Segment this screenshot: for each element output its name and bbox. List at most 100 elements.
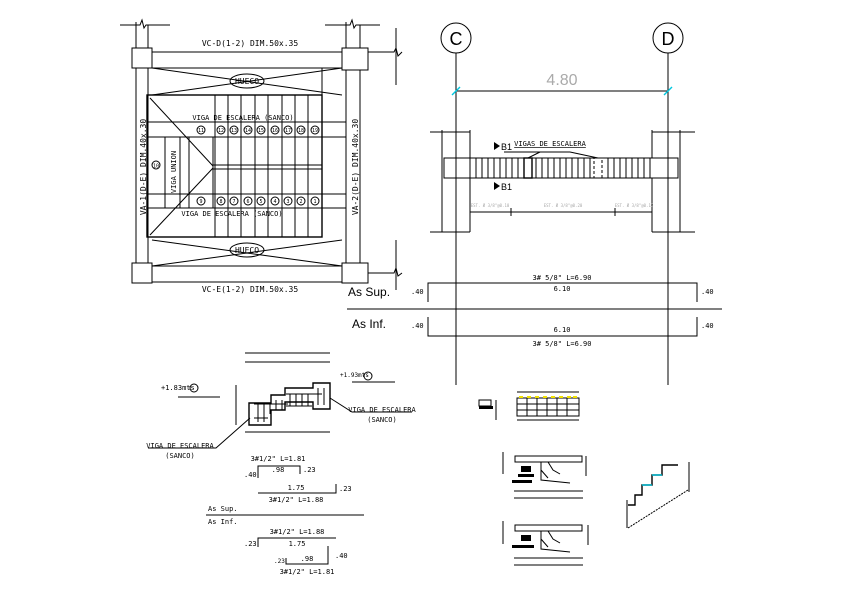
- bottom-hook-left: .40: [411, 322, 424, 330]
- beam-elevation: C D 4.80 VIGAS DE ESCALERA B1 B1 EST. Ø …: [430, 22, 695, 385]
- section-arrow-icon: [494, 182, 500, 190]
- span-dimension: 4.80: [546, 72, 577, 89]
- step-marker: [270, 125, 280, 135]
- stair-as-inf-label: As Inf.: [208, 518, 238, 526]
- union-beam-label: VIGA UNION: [170, 151, 178, 193]
- bottom-hook-right: .40: [701, 322, 714, 330]
- step-marker: [216, 125, 226, 135]
- step-numbers-bottom: 9 8 7 6 5 4 3 2 1: [196, 196, 320, 206]
- beam-label-right: VIGA DE ESCALERA: [348, 406, 416, 414]
- section-mark-bottom: B1: [501, 182, 512, 192]
- step-marker: [196, 125, 206, 135]
- column-top-left: [131, 47, 153, 69]
- step-marker: [296, 196, 306, 206]
- main-rebar-schedule: As Sup. As Inf. 3# 5/8" L=6.90 6.10 .40 …: [347, 274, 722, 348]
- step-marker: [229, 196, 239, 206]
- step-marker: [310, 125, 320, 135]
- level-marker-icon: [189, 383, 199, 393]
- beam-bottom-label: VC-E(1-2) DIM.50x.35: [202, 285, 299, 294]
- step-number: 4: [273, 199, 276, 205]
- opening-label-bottom: [229, 242, 265, 258]
- inf-bar2-start: .23: [274, 558, 285, 565]
- step-number: 1: [313, 199, 316, 205]
- section-b1-bottom: [514, 524, 583, 532]
- step-number: 19: [312, 128, 318, 134]
- opening-label-text: HUECO: [235, 246, 259, 255]
- step-marker: [283, 125, 293, 135]
- sup-bar2-end: .23: [339, 485, 352, 493]
- step-marker: [216, 196, 226, 206]
- step-number: 14: [245, 128, 251, 134]
- inf-bar2-hook: .40: [335, 552, 348, 560]
- inf-bar2-spec: 3#1/2" L=1.81: [280, 568, 335, 576]
- break-mark: [120, 18, 170, 30]
- beam-label-right-sub: (SANCO): [367, 416, 397, 424]
- step-marker: [310, 196, 320, 206]
- as-inf-label: As Inf.: [352, 317, 386, 331]
- stirrup-spacing-left: EST. Ø 3/8"@0.10: [471, 203, 510, 208]
- step-marker: [283, 196, 293, 206]
- sup-bar2-len: 1.75: [288, 484, 305, 492]
- step-number: 2: [299, 199, 302, 205]
- step-marker: [229, 125, 239, 135]
- sup-bar1-spec: 3#1/2" L=1.81: [251, 455, 306, 463]
- section-mark-top: B1: [501, 142, 512, 152]
- step-number: 17: [285, 128, 291, 134]
- top-bar-spec: 3# 5/8" L=6.90: [532, 274, 591, 282]
- section-arrow-icon: [494, 142, 500, 150]
- top-hook-right: .40: [701, 288, 714, 296]
- step-number: 13: [231, 128, 237, 134]
- step-number: 12: [218, 128, 224, 134]
- sup-bar1-len: .98: [272, 466, 285, 474]
- stirrups: [469, 158, 651, 178]
- level-right: +1.93mts: [340, 372, 369, 379]
- beam-body: [443, 157, 679, 179]
- opening-bottom-x: [151, 239, 343, 267]
- stair-plan: HUECO HUECO VIGA UNION 10: [120, 18, 403, 294]
- stair-beam-1: [523, 157, 533, 179]
- section-b1-top: [514, 455, 583, 463]
- axis-label-c: C: [450, 29, 463, 49]
- stair-beam-section: [248, 382, 331, 426]
- inf-bar2-len: .98: [301, 555, 314, 563]
- small-details: [478, 391, 690, 566]
- step-number: 11: [198, 128, 204, 134]
- bottom-bar-length: 6.10: [554, 326, 571, 334]
- level-marker-icon: [363, 371, 373, 381]
- top-bar-length: 6.10: [554, 285, 571, 293]
- stair-section-detail: +1.83mts +1.93mts VIGA DE ESCALERA (SANC…: [146, 352, 416, 460]
- axis-label-d: D: [662, 29, 675, 49]
- inf-bar1-start: .23: [244, 540, 257, 548]
- sup-bar1-end: .23: [303, 466, 316, 474]
- stair-profile: [628, 464, 678, 506]
- beam-right-label: VA-2(D-E) DIM.40x.30: [351, 119, 360, 216]
- step-marker: [256, 125, 266, 135]
- column-bottom-right: [341, 262, 369, 284]
- step-number: 5: [259, 199, 262, 205]
- step-number: 9: [199, 199, 202, 205]
- stirrup-spacing-right: EST. Ø 3/8"@0.10: [615, 203, 654, 208]
- beam-label-left-sub: (SANCO): [165, 452, 195, 460]
- step-number: 10: [153, 164, 159, 170]
- top-bar: [427, 282, 698, 302]
- bottom-bar: [427, 317, 698, 337]
- step-marker: [243, 196, 253, 206]
- tread-lines: [147, 95, 346, 237]
- step-number: 3: [286, 199, 289, 205]
- step-number: 7: [232, 199, 235, 205]
- landing-beam-detail: [516, 397, 580, 417]
- sup-bar1-hook: .40: [244, 471, 257, 479]
- stair-beam-top-label: VIGA DE ESCALERA (SANCO): [192, 114, 293, 122]
- column-top-right: [341, 47, 369, 71]
- bottom-bar-spec: 3# 5/8" L=6.90: [532, 340, 591, 348]
- step-number: 8: [219, 199, 222, 205]
- step-number: 15: [258, 128, 264, 134]
- step-marker: [270, 196, 280, 206]
- beam-top-label: VC-D(1-2) DIM.50x.35: [202, 39, 299, 48]
- inf-bar1-spec: 3#1/2" L=1.88: [270, 528, 325, 536]
- sup-bar2-spec: 3#1/2" L=1.88: [269, 496, 324, 504]
- level-left: +1.83mts: [161, 384, 195, 392]
- step-number: 6: [246, 199, 249, 205]
- step-marker: [243, 125, 253, 135]
